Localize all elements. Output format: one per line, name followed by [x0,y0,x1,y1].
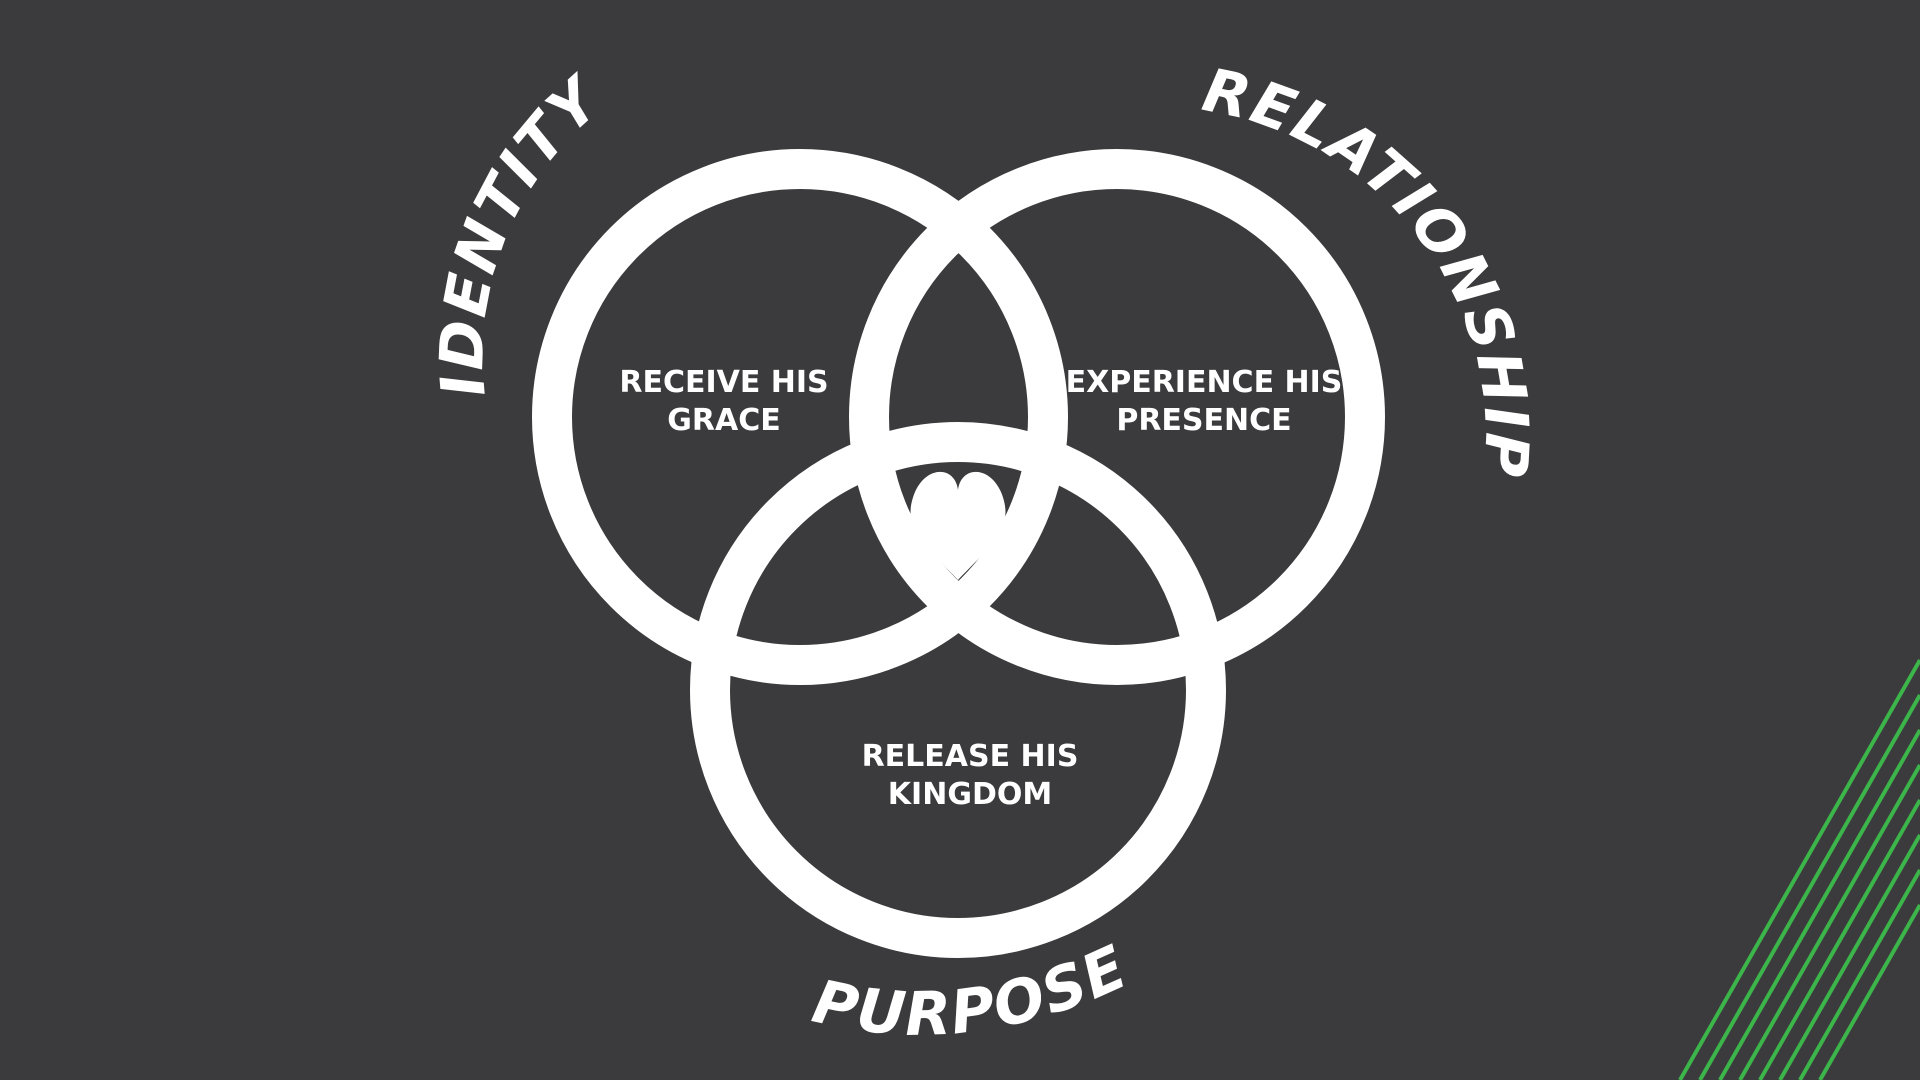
circle-right [849,149,1385,685]
stripe [1818,904,1920,1080]
stripe [1698,694,1920,1080]
heart-icon [910,471,1006,580]
circle-bottom [690,422,1226,958]
decorative-stripes [1678,659,1920,1080]
stripe [1778,834,1920,1080]
stripe [1678,659,1920,1080]
bottom-region-label-line2: KINGDOM [888,777,1052,812]
bottom-region-label: RELEASE HIS [862,739,1079,774]
circle-left [532,149,1068,685]
stripe [1718,729,1920,1080]
left-region-label-line2: GRACE [667,403,780,438]
stripe [1798,869,1920,1080]
right-region-label: EXPERIENCE HIS [1066,365,1343,400]
stripe [1758,799,1920,1080]
stripe [1738,764,1920,1080]
right-region-label-line2: PRESENCE [1116,403,1291,438]
left-region-label: RECEIVE HIS [619,365,828,400]
identity-label: IDENTITY [427,62,617,399]
